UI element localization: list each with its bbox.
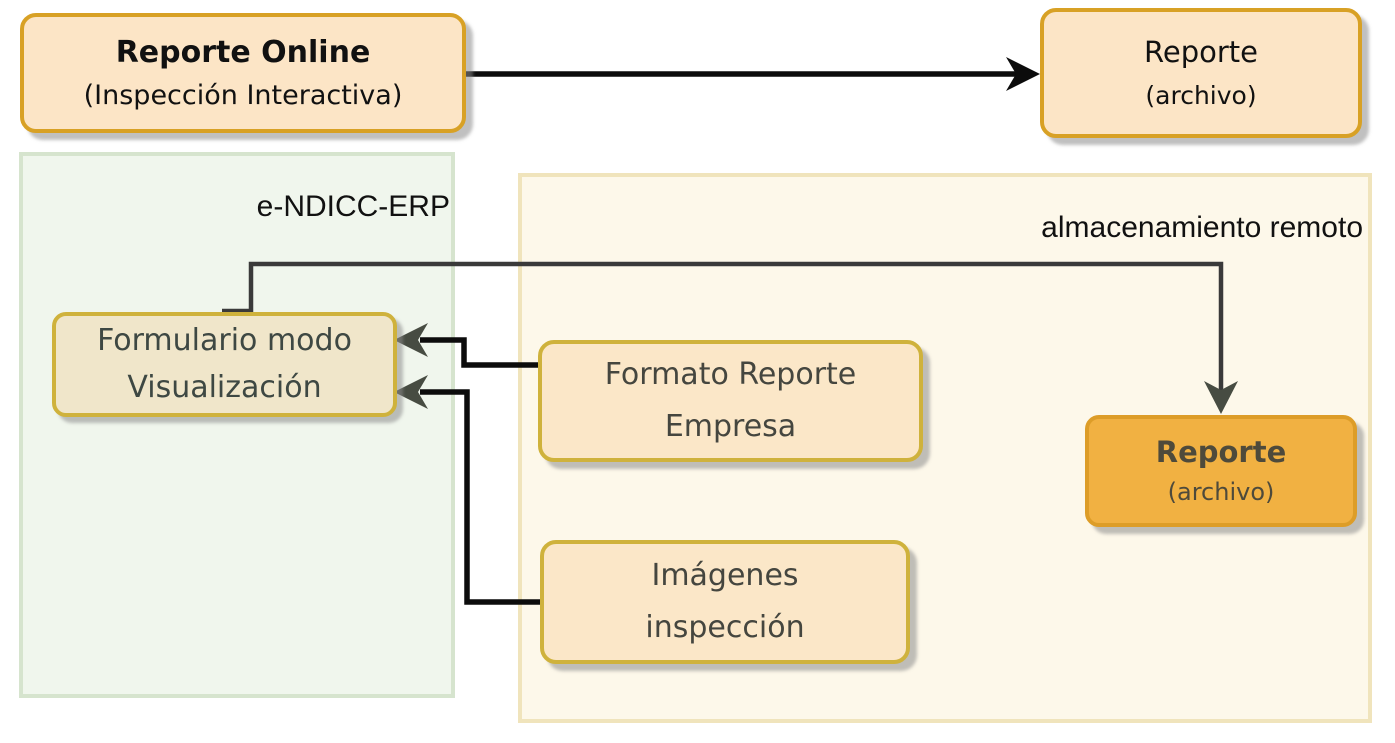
node-formato-reporte-empresa: Formato Reporte Empresa <box>538 340 923 462</box>
node-imagenes-inspeccion: Imágenes inspección <box>540 540 910 664</box>
node-line2: Empresa <box>664 409 797 444</box>
container-label-remote-storage: almacenamiento remoto <box>1041 211 1363 244</box>
node-title: Reporte Online <box>115 34 371 70</box>
node-reporte-archivo: Reporte (archivo) <box>1040 8 1362 138</box>
container-endicc-erp <box>19 152 455 698</box>
node-reporte-online: Reporte Online (Inspección Interactiva) <box>20 13 466 133</box>
node-subtitle: (archivo) <box>1167 478 1275 506</box>
node-subtitle: (Inspección Interactiva) <box>83 79 403 111</box>
node-title: Reporte <box>1144 35 1258 69</box>
node-line2: Visualización <box>127 369 322 405</box>
node-line1: Formato Reporte <box>604 356 857 392</box>
node-title: Reporte <box>1155 435 1287 469</box>
node-line2: inspección <box>645 610 805 645</box>
connector-online-to-archivo <box>466 57 1040 91</box>
node-formulario-visualizacion: Formulario modo Visualización <box>52 312 397 417</box>
container-label-endicc-erp: e-NDICC-ERP <box>256 190 450 223</box>
node-line1: Imágenes <box>651 557 799 593</box>
node-reporte-archivo-remoto: Reporte (archivo) <box>1085 415 1357 527</box>
node-subtitle: (archivo) <box>1145 81 1257 110</box>
arrowhead-right-icon <box>1006 57 1040 91</box>
node-line1: Formulario modo <box>97 323 352 358</box>
